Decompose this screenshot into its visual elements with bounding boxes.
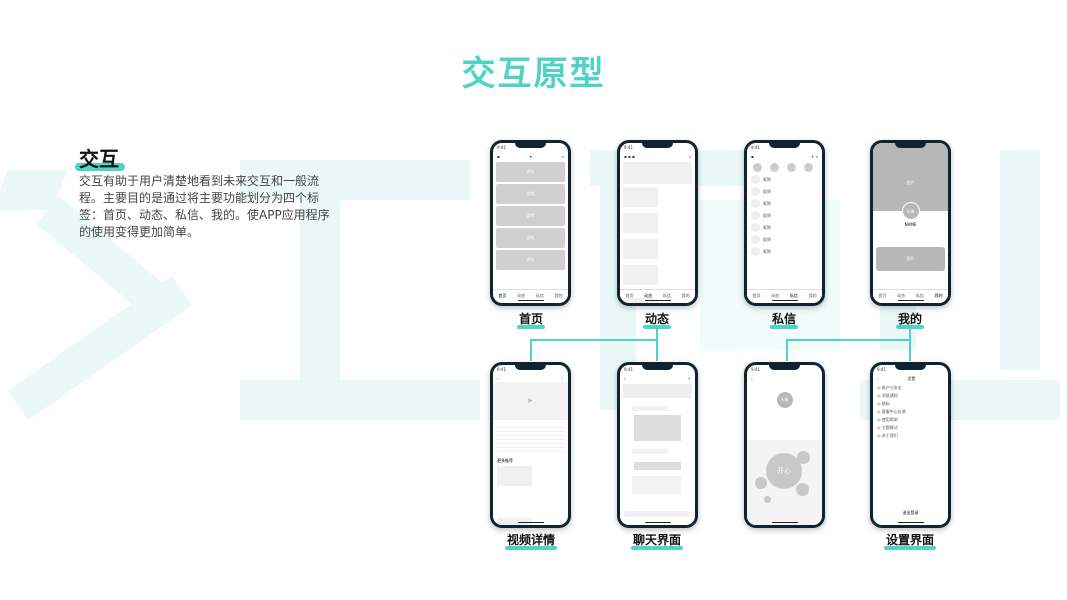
tab-mine[interactable]: 我的	[554, 293, 563, 298]
avatar[interactable]: 头像	[901, 202, 920, 220]
tab-bar: 首页 动态 私信 我的	[620, 289, 695, 298]
search-icon: ⌕	[688, 154, 691, 159]
tab-home[interactable]: 首页	[625, 293, 634, 298]
settings-item[interactable]: ◎ 隐私	[877, 401, 890, 406]
game-card[interactable]: 游戏	[496, 162, 565, 182]
tab-messages[interactable]: 私信	[662, 293, 671, 298]
label-feed: 动态	[644, 312, 669, 326]
logout-button[interactable]: 退出登录	[902, 510, 919, 515]
tab-messages[interactable]: 私信	[789, 293, 798, 298]
phone-mine[interactable]: 图片 头像 NAME 图片 首页 动态 私信 我的	[870, 140, 951, 306]
tab-feed[interactable]: 动态	[897, 293, 906, 298]
tab-mine[interactable]: 我的	[681, 293, 690, 298]
tab-feed[interactable]: 动态	[771, 293, 780, 298]
message-item[interactable]: 昵称	[751, 199, 818, 208]
phone-settings[interactable]: 9:41 ‹ 设置 ◎ 账户与安全 ◎ 消息通知 ◎ 隐私 ◎ 客服中心反馈 ◎ …	[870, 362, 951, 528]
back-icon[interactable]: ‹	[751, 376, 753, 381]
connector	[530, 339, 658, 341]
back-icon[interactable]: ‹	[497, 376, 499, 381]
message-item[interactable]: 昵称	[751, 187, 818, 196]
settings-item[interactable]: ◎ 消息通知	[877, 393, 898, 398]
tab-home[interactable]: 首页	[752, 293, 761, 298]
connector	[656, 325, 658, 340]
connector	[656, 339, 658, 361]
content-image: 图片	[876, 247, 945, 271]
recommend-heading: 更多推荐	[497, 458, 513, 463]
back-icon[interactable]: ‹	[877, 376, 879, 381]
label-video-detail: 视频详情	[506, 533, 555, 547]
tab-home[interactable]: 首页	[498, 293, 507, 298]
connector	[786, 339, 788, 361]
avatar[interactable]: 头像	[776, 392, 793, 408]
chat-input[interactable]	[624, 511, 691, 517]
status-time: 9:41	[624, 367, 633, 372]
video-player[interactable]: ▶	[493, 382, 568, 420]
user-name: NAME	[904, 222, 917, 227]
connector	[530, 339, 532, 361]
header: ▪▾⌕	[497, 154, 564, 159]
connector	[786, 339, 911, 341]
status-time: 9:41	[751, 367, 760, 372]
connector	[909, 339, 911, 361]
tab-bar: 首页 动态 私信 我的	[493, 289, 568, 298]
message-item[interactable]: 昵称	[751, 235, 818, 244]
section-heading: 交互	[75, 143, 125, 172]
phone-mood[interactable]: 9:41 ‹ 头像 开心	[744, 362, 825, 528]
connector	[909, 325, 911, 340]
tab-mine[interactable]: 我的	[808, 293, 817, 298]
tab-feed[interactable]: 动态	[644, 293, 653, 298]
phone-video-detail[interactable]: 9:41 ‹⋮ ▶ 更多推荐	[490, 362, 571, 528]
settings-item[interactable]: ◎ 使用帮助	[877, 417, 898, 422]
phone-chat[interactable]: 9:41 ‹⇪	[617, 362, 698, 528]
game-card[interactable]: 游戏	[496, 184, 565, 204]
status-time: 9:41	[624, 145, 633, 150]
tab-bar: 首页 动态 私信 我的	[873, 289, 948, 298]
cover-image: 图片	[873, 143, 948, 211]
label-settings: 设置界面	[885, 533, 934, 547]
mood-bubble[interactable]: 开心	[766, 453, 802, 489]
game-card[interactable]: 游戏	[496, 228, 565, 248]
phone-feed[interactable]: 9:41 ▪ ▪ ▪⌕ 首页 动态 私信 我的	[617, 140, 698, 306]
page-title: 交互原型	[461, 54, 606, 94]
game-card[interactable]: 游戏	[496, 250, 565, 270]
header: ▪ ▪ ▪⌕	[624, 154, 691, 159]
game-card[interactable]: 游戏	[496, 206, 565, 226]
message-item[interactable]: 昵称	[751, 175, 818, 184]
settings-item[interactable]: ◎ 账户与安全	[877, 385, 902, 390]
status-time: 9:41	[877, 367, 886, 372]
message-item[interactable]: 昵称	[751, 223, 818, 232]
tab-mine[interactable]: 我的	[934, 293, 943, 298]
settings-title: 设置	[907, 376, 916, 381]
tab-messages[interactable]: 私信	[535, 293, 544, 298]
tab-bar: 首页 动态 私信 我的	[747, 289, 822, 298]
label-mine: 我的	[897, 312, 922, 326]
status-time: 9:41	[497, 145, 506, 150]
banner[interactable]	[623, 162, 692, 184]
status-time: 9:41	[497, 367, 506, 372]
settings-item[interactable]: ◎ 客服中心反馈	[877, 409, 906, 414]
label-chat: 聊天界面	[632, 533, 681, 547]
back-icon[interactable]: ‹	[624, 376, 626, 381]
phone-home[interactable]: 9:41 ▪▾⌕ 游戏 游戏 游戏 游戏 游戏 首页 动态 私信 我的	[490, 140, 571, 306]
label-messages: 私信	[771, 312, 796, 326]
message-item[interactable]: 昵称	[751, 211, 818, 220]
settings-item[interactable]: ◎ 关于我们	[877, 433, 898, 438]
tab-home[interactable]: 首页	[878, 293, 887, 298]
settings-item[interactable]: ◎ 主题模式	[877, 425, 898, 430]
tab-feed[interactable]: 动态	[517, 293, 526, 298]
tab-messages[interactable]: 私信	[915, 293, 924, 298]
header: ▪+ ⌕	[751, 154, 818, 159]
phone-messages[interactable]: 9:41 ▪+ ⌕ 昵称 昵称 昵称 昵称 昵称 昵称 昵称 首页 动态 私信 我的	[744, 140, 825, 306]
section-description: 交互有助于用户清楚地看到未来交互和一般流程。主要目的是通过将主要功能划分为四个标…	[79, 174, 330, 239]
status-time: 9:41	[751, 145, 760, 150]
message-item[interactable]: 昵称	[751, 247, 818, 256]
label-home: 首页	[518, 312, 543, 326]
